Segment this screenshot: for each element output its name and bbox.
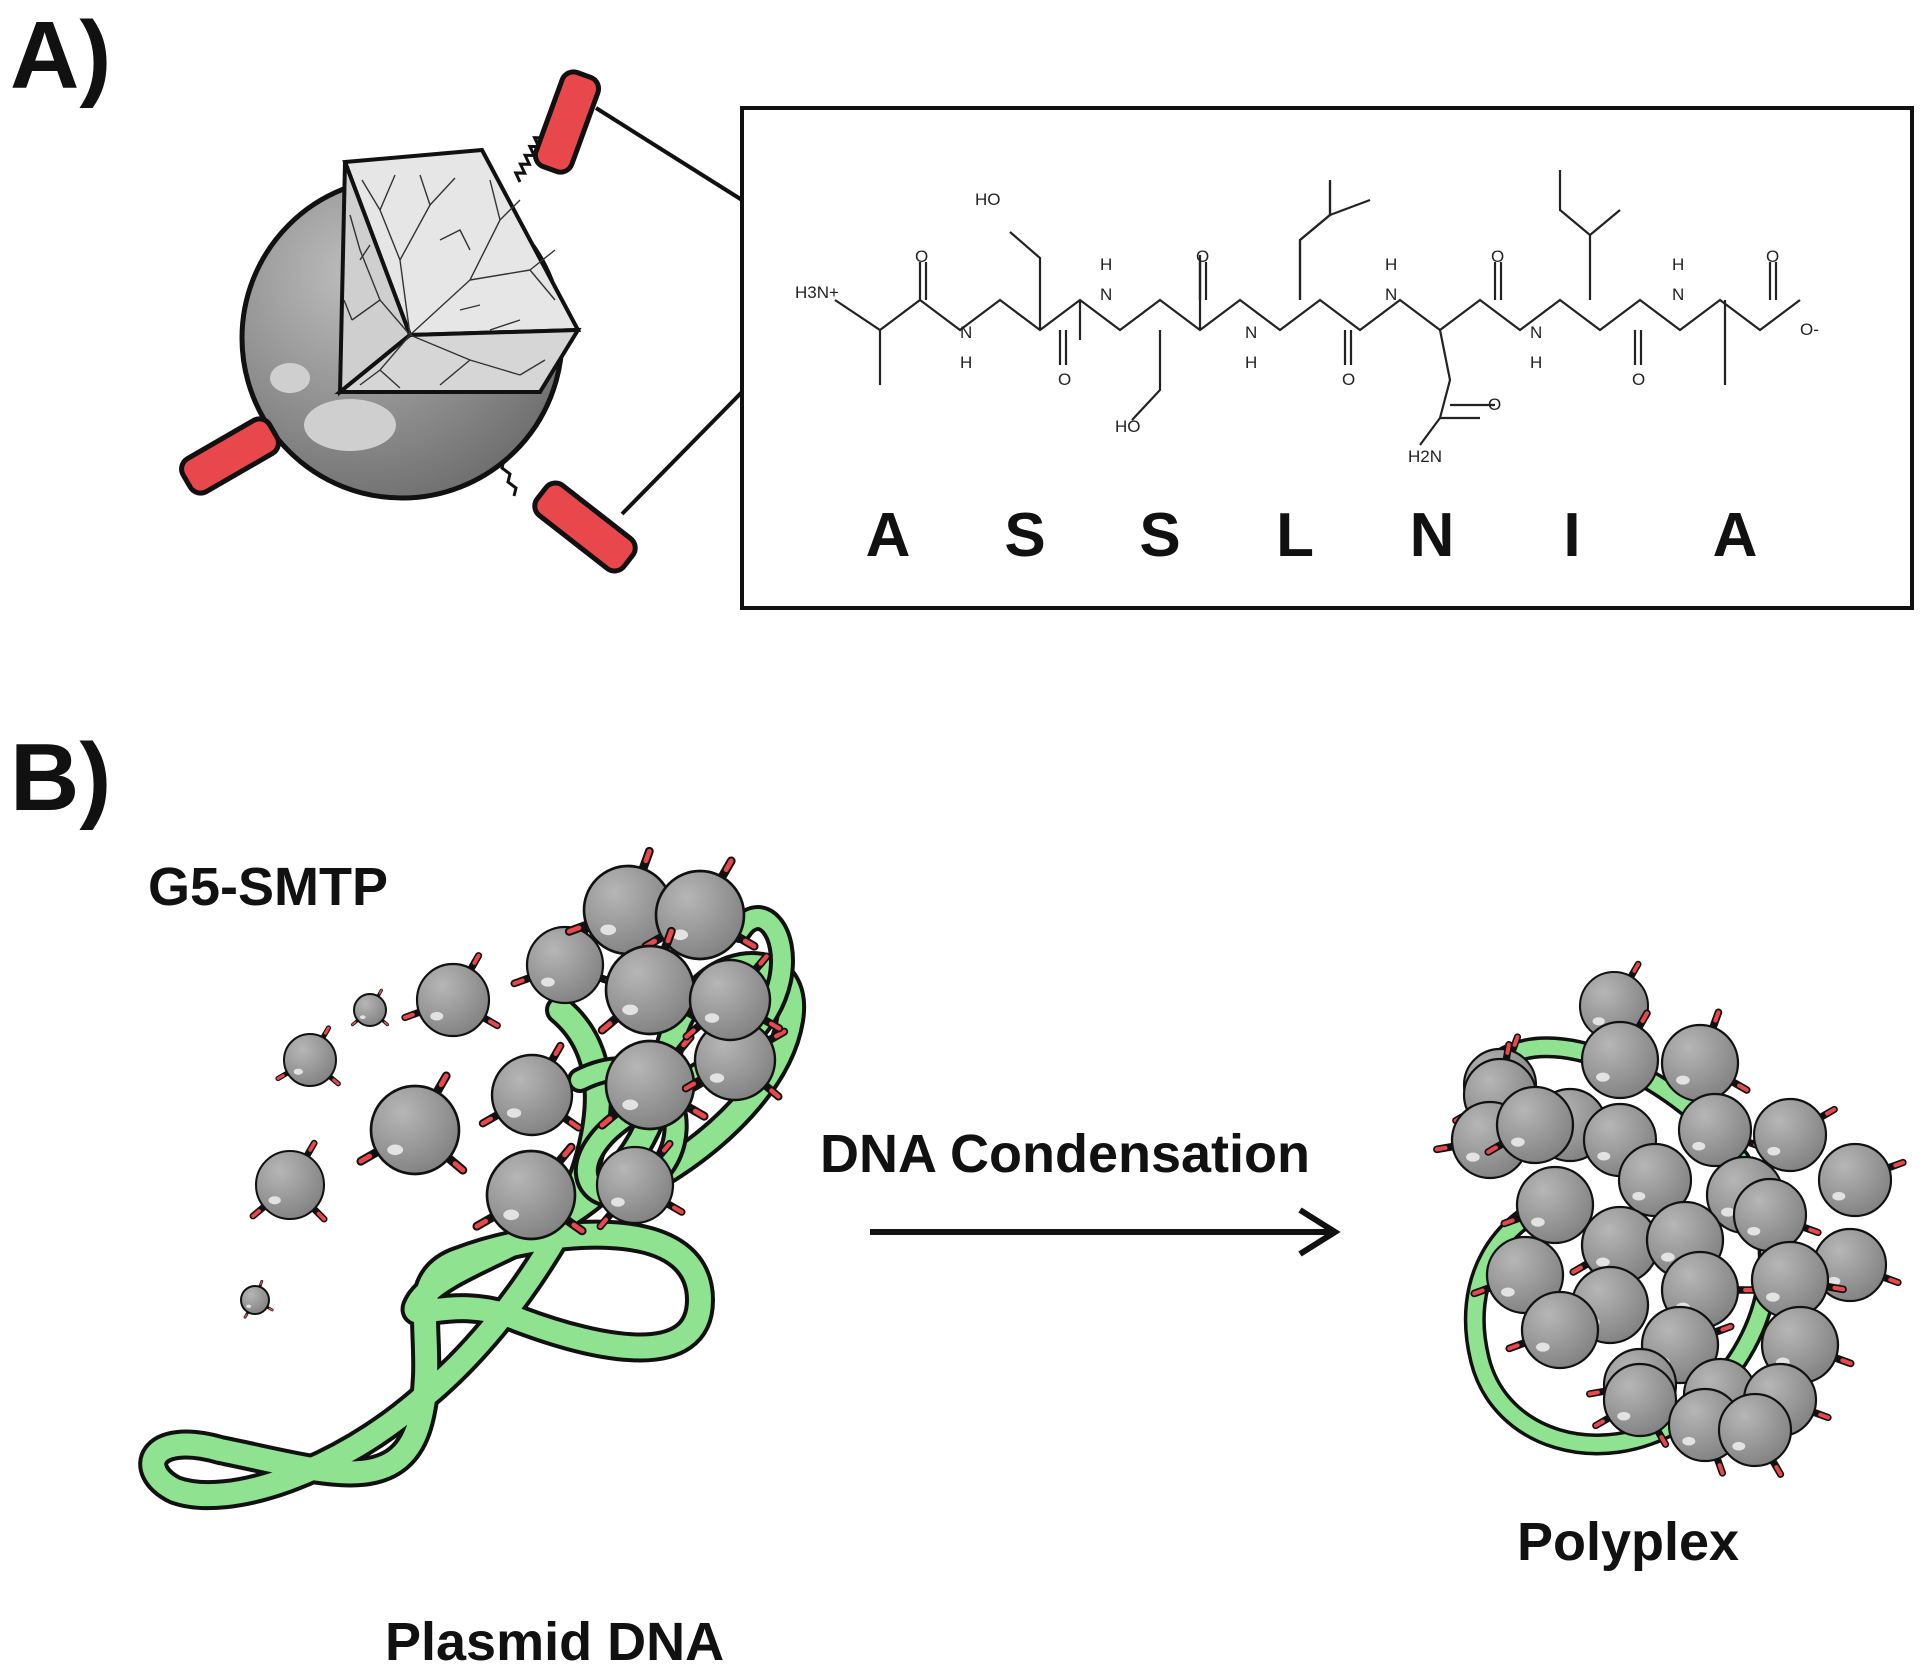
atom-nh-n: N	[1385, 285, 1397, 304]
dendrimer-particle	[641, 856, 759, 961]
dendrimer-particle	[1812, 1227, 1902, 1303]
atom-oxygen: O	[1196, 247, 1209, 266]
dendrimer-particle	[1592, 1362, 1678, 1448]
dendrimer-particle	[275, 1025, 341, 1087]
dendrimer-particle	[1817, 1142, 1907, 1218]
atom-nh-h: H	[1530, 353, 1542, 372]
dendrimer-particle	[682, 952, 784, 1042]
amino-acid-letter: A	[866, 501, 911, 570]
dendrimer-particle	[1580, 1009, 1660, 1100]
polyplex-spheres	[1433, 960, 1907, 1478]
dendrimer-particle	[1677, 1092, 1767, 1168]
panel-a-label: A)	[10, 2, 111, 109]
peptide-structure-box: H3N+ O H N HO O H N HO O N H O H N O H2N…	[740, 106, 1914, 610]
dendrimer-particle	[1484, 1085, 1575, 1165]
dendrimer-particle	[1717, 1392, 1793, 1478]
amino-acid-letter: N	[1410, 501, 1455, 570]
atom-nh-n: N	[960, 323, 972, 342]
atom-oxygen: O	[1766, 247, 1779, 266]
atom-oxygen: O	[1342, 370, 1355, 389]
atom-nh-n: N	[1245, 323, 1257, 342]
amino-acid-letter: A	[1713, 501, 1758, 570]
polyplex-label: Polyplex	[1517, 1512, 1739, 1572]
atom-nh-h: H	[1672, 255, 1684, 274]
dendrimer-cluster-left	[240, 846, 789, 1319]
amino-acid-letter: S	[1004, 501, 1045, 570]
plasmid-label: Plasmid DNA	[385, 1612, 724, 1672]
amino-acid-letters: A S S L N I A	[866, 501, 1758, 570]
dendrimer-particle	[1505, 1290, 1600, 1370]
dendrimer-particle	[240, 1279, 274, 1319]
amino-acid-letter: S	[1139, 501, 1180, 570]
atom-hydroxyl: HO	[1115, 417, 1141, 436]
atom-nh-h: H	[1245, 353, 1257, 372]
atom-oxygen: O	[1491, 247, 1504, 266]
dendrimer-particle	[401, 952, 501, 1038]
condensation-arrow	[870, 1207, 1341, 1257]
dendrimer-particle	[595, 1139, 686, 1231]
atom-oxygen: O	[1058, 370, 1071, 389]
atom-nh-h: H	[960, 353, 972, 372]
peptide-rod	[532, 480, 638, 574]
atom-oxygen: O	[915, 247, 928, 266]
dendrimer-particle	[472, 1142, 587, 1241]
atom-nh-n: N	[1100, 285, 1112, 304]
panel-b-label: B)	[10, 724, 111, 831]
process-label: DNA Condensation	[820, 1124, 1310, 1184]
dendrimer-particle	[478, 1041, 583, 1137]
dendrimer-particle	[356, 1071, 468, 1176]
polyplex	[1433, 960, 1907, 1478]
atom-oxygen: O	[1488, 395, 1501, 414]
peptide-rod	[532, 69, 602, 175]
amino-acid-letter: L	[1276, 501, 1314, 570]
atom-nh-n: N	[1672, 285, 1684, 304]
dendrimer-cutaway	[334, 147, 582, 397]
atom-nh-n: N	[1530, 323, 1542, 342]
peptide-rod	[179, 416, 281, 496]
dendrimer-label: G5-SMTP	[148, 857, 388, 917]
atom-hydroxyl: HO	[975, 190, 1001, 209]
peptide-skeletal-formula: H3N+ O H N HO O H N HO O N H O H N O H2N…	[795, 170, 1819, 466]
dendrimer-particle	[249, 1139, 328, 1223]
dendrimer-particle	[1732, 1177, 1822, 1253]
atom-nh-h: H	[1385, 255, 1397, 274]
atom-amide-n: H2N	[1408, 447, 1442, 466]
dendrimer-illustration	[179, 69, 744, 574]
dendrimer-particle	[681, 1018, 789, 1102]
atom-c-terminus: O-	[1800, 320, 1819, 339]
atom-oxygen: O	[1632, 370, 1645, 389]
atom-nh-h: H	[1100, 255, 1112, 274]
amino-acid-letter: I	[1563, 501, 1580, 570]
dendrimer-particle	[1752, 1097, 1838, 1173]
dendrimer-particle	[350, 988, 390, 1027]
dendrimer-particle	[1660, 1008, 1751, 1103]
atom-n-terminus: H3N+	[795, 283, 839, 302]
dendrimer-particle	[1500, 1165, 1595, 1245]
dendrimer-particle	[1750, 1240, 1847, 1320]
